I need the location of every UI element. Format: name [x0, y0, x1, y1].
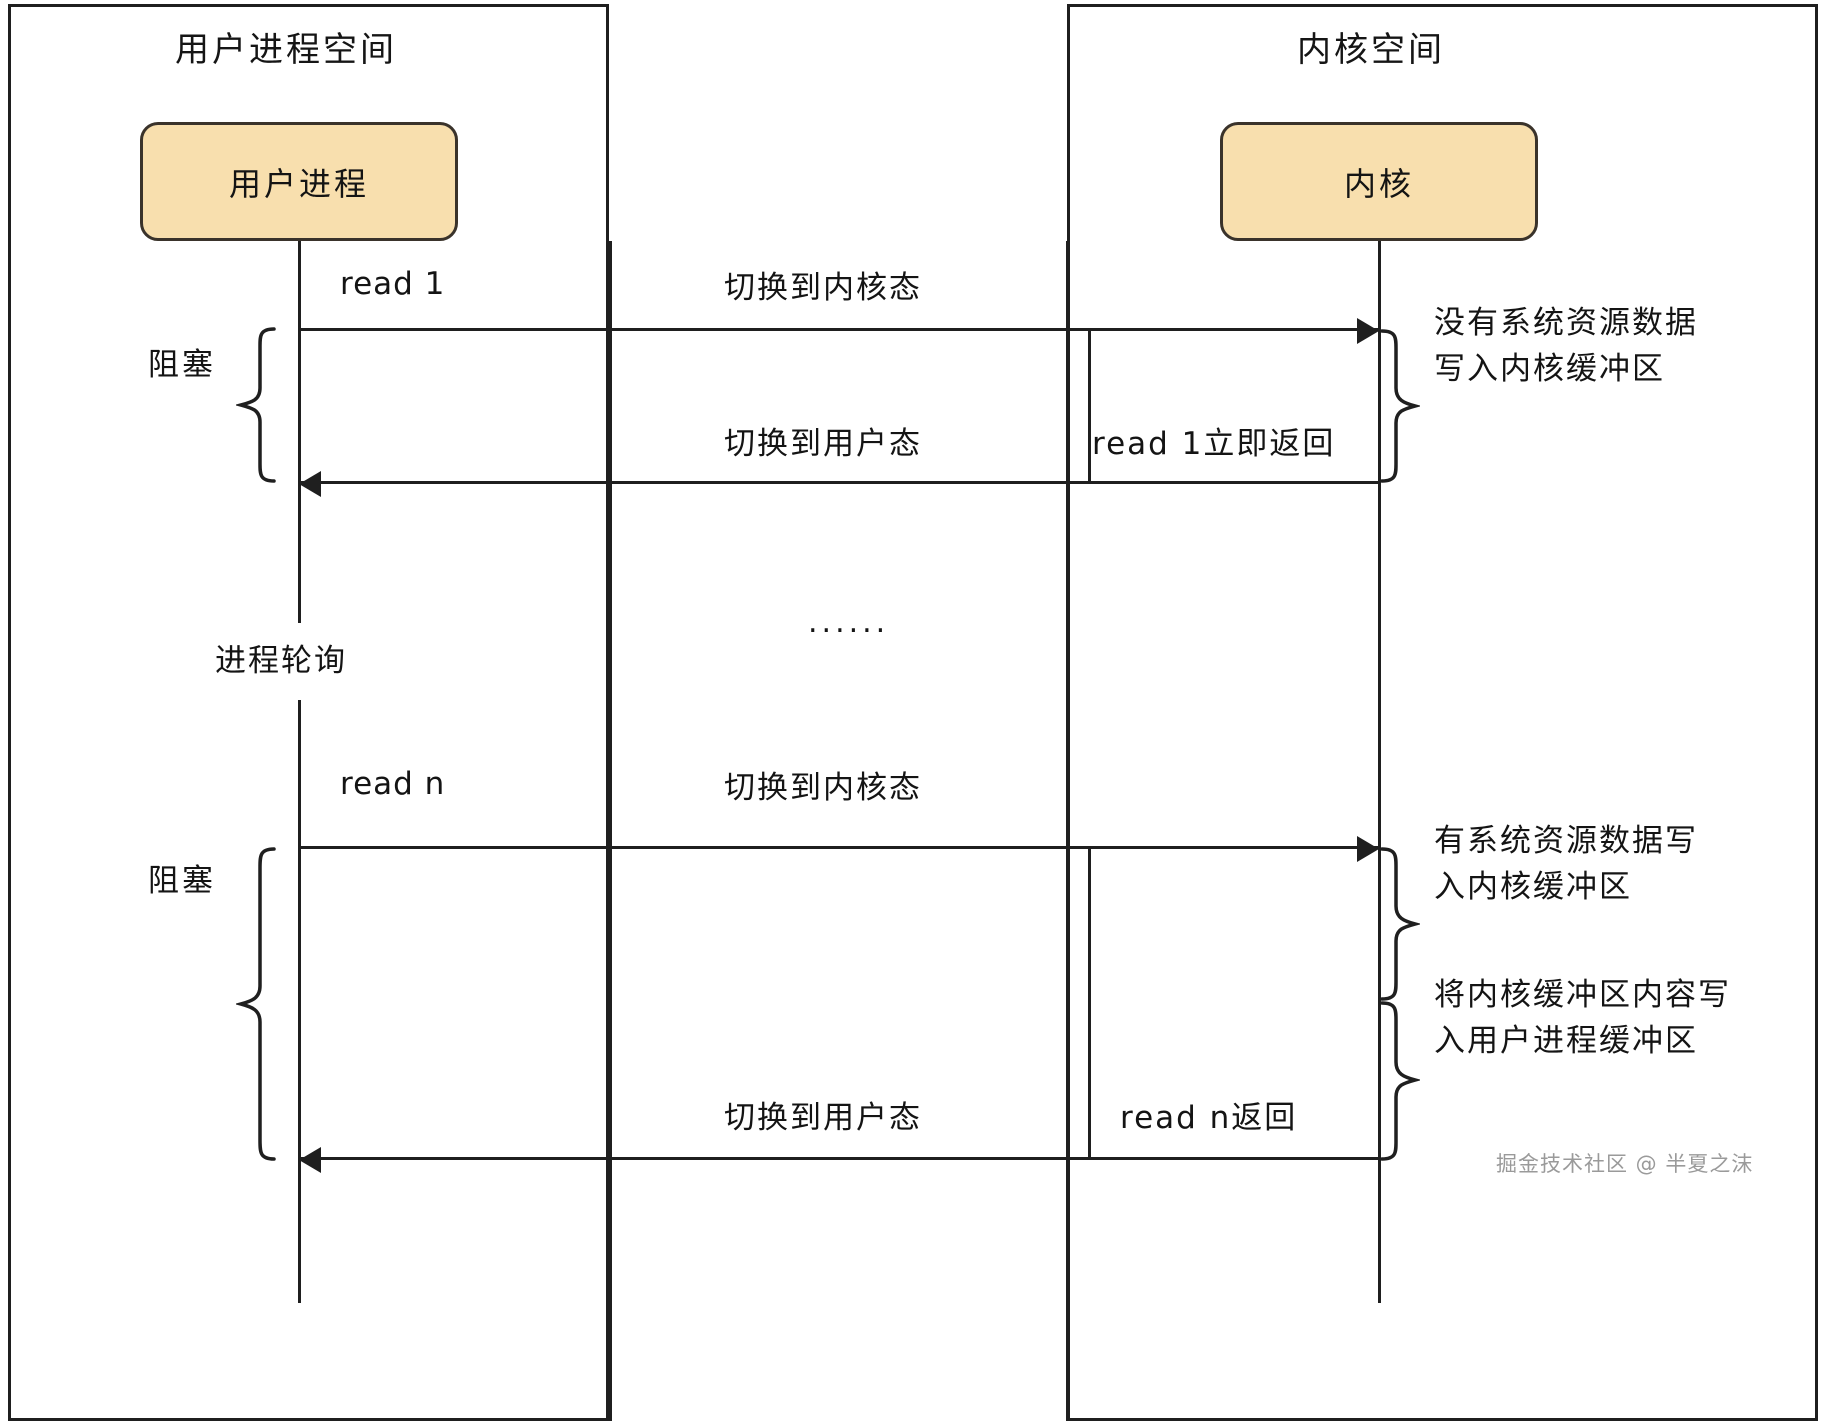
message-line-readn [299, 846, 1379, 849]
label-readn: read n [340, 766, 446, 802]
message-line-readn-return [299, 1157, 1379, 1160]
user-process-lifeline-lower [298, 700, 301, 1303]
label-switch-to-user-mode-1: 切换到用户态 [724, 426, 922, 462]
label-blocking-2: 阻塞 [148, 863, 216, 899]
kernel-space-title: 内核空间 [1297, 30, 1445, 70]
note-brace-3-icon [1378, 1000, 1420, 1162]
blocking-brace-1-icon [236, 326, 278, 484]
user-process-space-container [8, 4, 609, 1421]
label-switch-to-kernel-mode-1: 切换到内核态 [724, 270, 922, 306]
arrow-head-right-icon [1357, 318, 1379, 344]
label-switch-to-kernel-mode-2: 切换到内核态 [724, 770, 922, 806]
note-no-system-resource-data: 没有系统资源数据 写入内核缓冲区 [1434, 305, 1698, 387]
label-ellipsis: ...... [808, 605, 890, 640]
user-space-right-edge-line [609, 241, 612, 1421]
label-process-polling: 进程轮询 [215, 643, 347, 679]
message-line-read1 [299, 328, 1379, 331]
readn-return-box-left-line [1088, 848, 1091, 1159]
user-process-lifeline-upper [298, 241, 301, 623]
label-switch-to-user-mode-2: 切换到用户态 [724, 1100, 922, 1136]
label-readn-return: read n返回 [1120, 1100, 1298, 1136]
message-line-read1-return [299, 481, 1379, 484]
kernel-lifeline [1378, 241, 1381, 1303]
note-brace-1-icon [1378, 328, 1420, 484]
note-copy-kernel-buffer-to-user: 将内核缓冲区内容写 入用户进程缓冲区 [1434, 977, 1731, 1059]
arrow-head-left-icon [299, 1147, 321, 1173]
note-brace-2-icon [1378, 846, 1420, 1002]
user-process-space-title: 用户进程空间 [175, 30, 397, 70]
label-read1: read 1 [340, 266, 446, 302]
user-process-actor[interactable]: 用户进程 [140, 122, 458, 241]
label-read1-immediate-return: read 1立即返回 [1092, 426, 1336, 462]
kernel-actor[interactable]: 内核 [1220, 122, 1538, 241]
read1-return-box-left-line [1088, 330, 1091, 483]
kernel-space-left-edge-line [1066, 241, 1069, 1421]
watermark: 掘金技术社区 @ 半夏之沫 [1496, 1152, 1754, 1176]
blocking-brace-2-icon [236, 846, 278, 1162]
arrow-head-left-icon [299, 471, 321, 497]
arrow-head-right-icon [1357, 836, 1379, 862]
note-has-system-resource-data: 有系统资源数据写 入内核缓冲区 [1434, 823, 1698, 905]
label-blocking-1: 阻塞 [148, 347, 216, 383]
